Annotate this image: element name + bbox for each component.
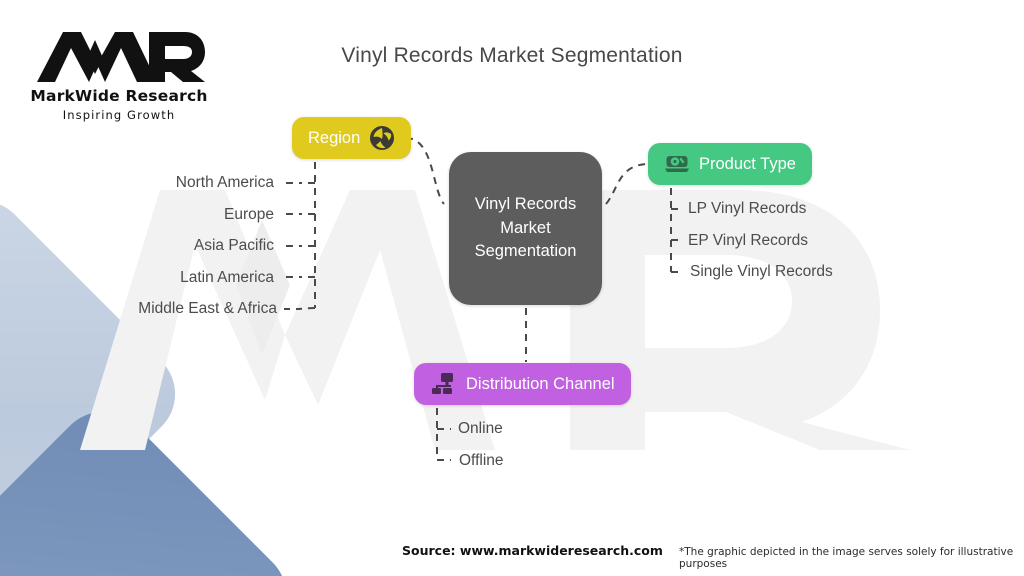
leaf-product-1: LP Vinyl Records bbox=[688, 200, 807, 217]
decorative-square-light bbox=[0, 181, 195, 576]
central-node-text: Vinyl Records Market Segmentation bbox=[475, 193, 577, 263]
leaf-region-1: North America bbox=[175, 174, 274, 191]
branch-label-product-type: Product Type bbox=[699, 154, 796, 173]
leaf-region-2: Europe bbox=[224, 206, 274, 223]
branch-label-distribution-channel: Distribution Channel bbox=[466, 374, 615, 393]
branch-badge-product-type[interactable]: Product Type bbox=[648, 143, 812, 185]
branch-badge-distribution-channel[interactable]: Distribution Channel bbox=[414, 363, 631, 405]
leaf-region-5: Middle East & Africa bbox=[138, 300, 277, 317]
logo-company-name: MarkWide Research bbox=[30, 87, 208, 105]
logo-mark-mwr bbox=[37, 32, 205, 82]
central-node-line-1: Vinyl Records bbox=[474, 195, 577, 214]
leaf-product-3: Single Vinyl Records bbox=[690, 263, 833, 280]
page-title: Vinyl Records Market Segmentation bbox=[341, 44, 683, 67]
branch-badge-region[interactable]: Region bbox=[292, 117, 412, 159]
branch-label-region: Region bbox=[308, 128, 361, 147]
central-node: Vinyl Records Market Segmentation bbox=[449, 152, 602, 305]
connector-center-to-product bbox=[605, 163, 647, 205]
decorative-square-dark bbox=[0, 392, 306, 576]
leaf-product-2: EP Vinyl Records bbox=[688, 232, 809, 249]
leaf-distribution-2: Offline bbox=[459, 452, 504, 469]
logo: MarkWide Research Inspiring Growth bbox=[28, 28, 210, 122]
tick-region-5 bbox=[284, 307, 316, 310]
leaf-distribution-1: Online bbox=[458, 420, 503, 437]
central-node-line-3: Segmentation bbox=[474, 242, 577, 261]
central-node-line-2: Market bbox=[500, 218, 551, 237]
source-note: Source: www.markwideresearch.com bbox=[402, 543, 663, 558]
turntable-icon bbox=[664, 151, 690, 177]
leaf-region-3: Asia Pacific bbox=[193, 237, 274, 254]
network-icon bbox=[430, 371, 456, 397]
disclaimer-note: *The graphic depicted in the image serve… bbox=[679, 546, 1014, 570]
connector-region-to-center bbox=[405, 137, 445, 205]
leaf-region-4: Latin America bbox=[180, 269, 274, 286]
logo-tagline: Inspiring Growth bbox=[62, 108, 176, 122]
globe-icon bbox=[369, 125, 395, 151]
